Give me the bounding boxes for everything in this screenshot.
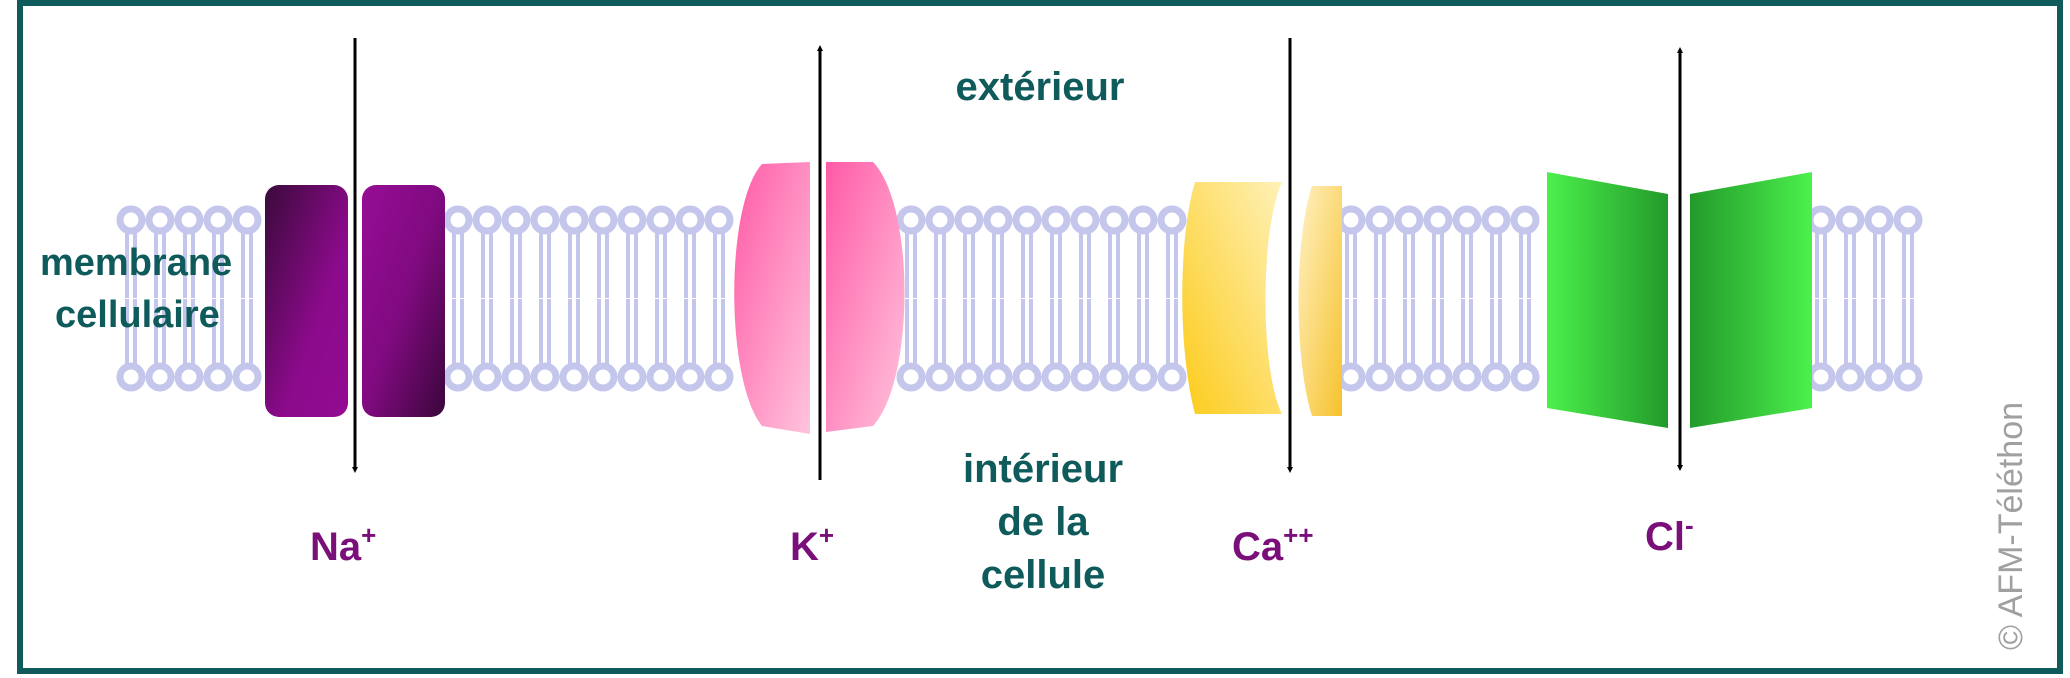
- lipid-head: [1864, 362, 1894, 392]
- lipid-head: [1336, 205, 1366, 235]
- lipid-head: [983, 205, 1013, 235]
- chloride-ion-label: Cl-: [1645, 510, 1694, 559]
- lipid-head: [203, 205, 233, 235]
- lipid-head: [232, 205, 262, 235]
- lipid-head: [1452, 205, 1482, 235]
- calcium-channel-right-subunit: [1298, 186, 1342, 416]
- calcium-channel-left-subunit: [1182, 182, 1282, 414]
- lipid-head: [925, 362, 955, 392]
- lipid-head: [1806, 362, 1836, 392]
- lipid-head: [675, 362, 705, 392]
- lipid-head: [559, 362, 589, 392]
- lipid-head: [1452, 362, 1482, 392]
- lipid-head: [954, 362, 984, 392]
- chloride-channel-right-subunit: [1690, 172, 1812, 428]
- lipid-head: [443, 362, 473, 392]
- lipid-head: [1835, 362, 1865, 392]
- lipid-head: [1128, 362, 1158, 392]
- lipid-head: [174, 205, 204, 235]
- lipid-head: [232, 362, 262, 392]
- sodium-channel-right-subunit: [362, 185, 445, 417]
- lipid-head: [501, 205, 531, 235]
- lipid-head: [1806, 205, 1836, 235]
- inside-label-line1: intérieur: [963, 447, 1123, 491]
- lipid-head: [1423, 362, 1453, 392]
- lipid-head: [472, 205, 502, 235]
- lipid-head: [1128, 205, 1158, 235]
- lipid-head: [1835, 205, 1865, 235]
- lipid-head: [559, 205, 589, 235]
- lipid-head: [1099, 205, 1129, 235]
- lipid-head: [896, 362, 926, 392]
- lipid-head: [983, 362, 1013, 392]
- lipid-head: [145, 362, 175, 392]
- lipid-head: [1864, 205, 1894, 235]
- lipid-head: [1012, 205, 1042, 235]
- calcium-ion-label: Ca++: [1232, 520, 1314, 569]
- lipid-head: [1893, 205, 1923, 235]
- inside-label-line3: cellule: [981, 553, 1106, 597]
- lipid-head: [896, 205, 926, 235]
- lipid-head: [116, 362, 146, 392]
- lipid-head: [530, 205, 560, 235]
- lipid-head: [1394, 362, 1424, 392]
- chloride-channel-left-subunit: [1547, 172, 1668, 428]
- lipid-head: [472, 362, 502, 392]
- lipid-head: [1893, 362, 1923, 392]
- potassium-channel: [734, 162, 905, 434]
- lipid-head: [1365, 362, 1395, 392]
- lipid-head: [1041, 362, 1071, 392]
- lipid-head: [443, 205, 473, 235]
- lipid-head: [646, 205, 676, 235]
- lipid-head: [588, 205, 618, 235]
- sodium-channel: [265, 185, 445, 417]
- lipid-head: [646, 362, 676, 392]
- chloride-channel: [1547, 172, 1812, 428]
- lipid-bilayer: [116, 205, 1923, 392]
- lipid-head: [925, 205, 955, 235]
- lipid-head: [1481, 205, 1511, 235]
- lipid-head: [1012, 362, 1042, 392]
- membrane-label-line2: cellulaire: [55, 294, 220, 336]
- outside-label: extérieur: [956, 65, 1125, 109]
- lipid-head: [1070, 362, 1100, 392]
- lipid-head: [1157, 362, 1187, 392]
- lipid-head: [1336, 362, 1366, 392]
- calcium-channel: [1182, 182, 1342, 416]
- lipid-head: [1423, 205, 1453, 235]
- potassium-ion-label: K+: [790, 520, 834, 569]
- lipid-head: [1510, 205, 1540, 235]
- lipid-head: [1394, 205, 1424, 235]
- copyright-text: © AFM-Téléthon: [1992, 402, 2030, 650]
- lipid-head: [1041, 205, 1071, 235]
- lipid-head: [1099, 362, 1129, 392]
- lipid-head: [675, 205, 705, 235]
- lipid-head: [1510, 362, 1540, 392]
- lipid-head: [704, 362, 734, 392]
- lipid-head: [203, 362, 233, 392]
- lipid-head: [1365, 205, 1395, 235]
- inside-label-line2: de la: [997, 500, 1089, 544]
- lipid-head: [116, 205, 146, 235]
- lipid-head: [501, 362, 531, 392]
- lipid-head: [704, 205, 734, 235]
- lipid-head: [1070, 205, 1100, 235]
- lipid-head: [1157, 205, 1187, 235]
- lipid-head: [174, 362, 204, 392]
- lipid-head: [1481, 362, 1511, 392]
- potassium-channel-right-subunit: [826, 162, 905, 432]
- lipid-head: [954, 205, 984, 235]
- potassium-channel-left-subunit: [734, 162, 810, 434]
- lipid-head: [588, 362, 618, 392]
- membrane-label-line1: membrane: [40, 242, 232, 284]
- sodium-channel-left-subunit: [265, 185, 348, 417]
- sodium-ion-label: Na+: [310, 520, 376, 569]
- lipid-head: [617, 205, 647, 235]
- lipid-head: [530, 362, 560, 392]
- lipid-head: [145, 205, 175, 235]
- lipid-head: [617, 362, 647, 392]
